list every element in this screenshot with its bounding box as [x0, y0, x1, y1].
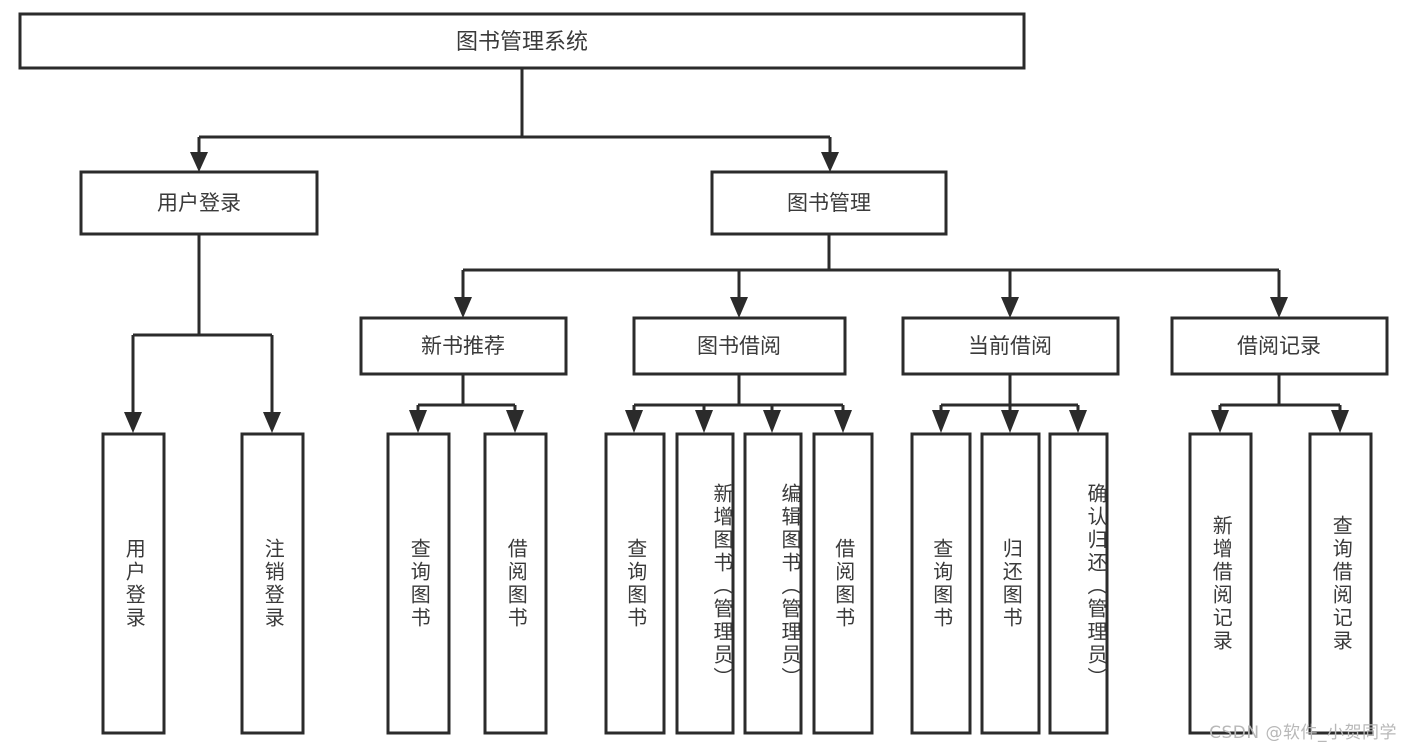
- leaf-box-edit-book[interactable]: [743, 432, 803, 735]
- arrow-current-borrow: [1001, 297, 1019, 318]
- leaf-box-borrow-book-1[interactable]: [483, 432, 548, 735]
- arrow-user-login-leaf-1: [124, 412, 142, 433]
- node-book-manage[interactable]: 图书管理: [710, 170, 948, 236]
- node-root[interactable]: 图书管理系统: [18, 12, 1026, 70]
- leaf-box-query-book-2[interactable]: [604, 432, 666, 735]
- arrow-book-borrow-leaf-2: [695, 410, 713, 433]
- leaf-box-query-book-3[interactable]: [910, 432, 972, 735]
- node-root-box: [18, 12, 1026, 70]
- node-book-borrow[interactable]: 图书借阅: [632, 316, 847, 376]
- node-new-book-rec-label: 新书推荐: [421, 334, 505, 358]
- arrow-borrow-record-leaf-1: [1211, 410, 1229, 433]
- node-new-book-rec-box: [359, 316, 568, 376]
- node-book-borrow-label: 图书借阅: [697, 334, 781, 358]
- node-book-manage-label: 图书管理: [787, 191, 871, 215]
- node-book-manage-box: [710, 170, 948, 236]
- arrow-book-borrow-leaf-3: [763, 410, 781, 433]
- node-root-label: 图书管理系统: [456, 30, 588, 55]
- arrow-borrow-record: [1270, 297, 1288, 318]
- leaf-box-logout[interactable]: [240, 432, 305, 735]
- node-user-login-label: 用户登录: [157, 191, 241, 215]
- arrow-new-book-rec-leaf-2: [506, 410, 524, 433]
- arrow-borrow-record-leaf-2: [1331, 410, 1349, 433]
- arrow-current-borrow-leaf-2: [1001, 410, 1019, 433]
- arrow-book-borrow-leaf-1: [625, 410, 643, 433]
- leaf-box-add-record[interactable]: [1188, 432, 1253, 735]
- node-new-book-rec[interactable]: 新书推荐: [359, 316, 568, 376]
- arrow-book-borrow-leaf-4: [834, 410, 852, 433]
- node-current-borrow[interactable]: 当前借阅: [901, 316, 1120, 376]
- arrow-root-to-user-login: [190, 152, 208, 172]
- arrow-current-borrow-leaf-3: [1069, 410, 1087, 433]
- node-current-borrow-label: 当前借阅: [968, 334, 1052, 358]
- leaf-box-borrow-book-2[interactable]: [812, 432, 874, 735]
- leaf-box-add-book[interactable]: [675, 432, 735, 735]
- leaf-box-confirm-return[interactable]: [1048, 432, 1109, 735]
- arrow-current-borrow-leaf-1: [932, 410, 950, 433]
- node-book-borrow-box: [632, 316, 847, 376]
- leaf-box-return-book[interactable]: [980, 432, 1041, 735]
- arrow-root-to-book-manage: [821, 152, 839, 172]
- arrow-new-book-rec-leaf-1: [409, 410, 427, 433]
- leaf-box-user-login[interactable]: [101, 432, 166, 735]
- csdn-watermark: CSDN @软件_小贺同学: [1209, 723, 1397, 743]
- node-current-borrow-box: [901, 316, 1120, 376]
- arrow-user-login-leaf-2: [263, 412, 281, 433]
- node-user-login[interactable]: 用户登录: [79, 170, 319, 236]
- node-borrow-record[interactable]: 借阅记录: [1170, 316, 1389, 376]
- arrow-book-borrow: [730, 297, 748, 318]
- arrow-new-book-rec: [454, 297, 472, 318]
- leaf-box-query-book-1[interactable]: [386, 432, 451, 735]
- node-borrow-record-label: 借阅记录: [1237, 334, 1321, 358]
- leaf-box-query-record[interactable]: [1308, 432, 1373, 735]
- node-borrow-record-box: [1170, 316, 1389, 376]
